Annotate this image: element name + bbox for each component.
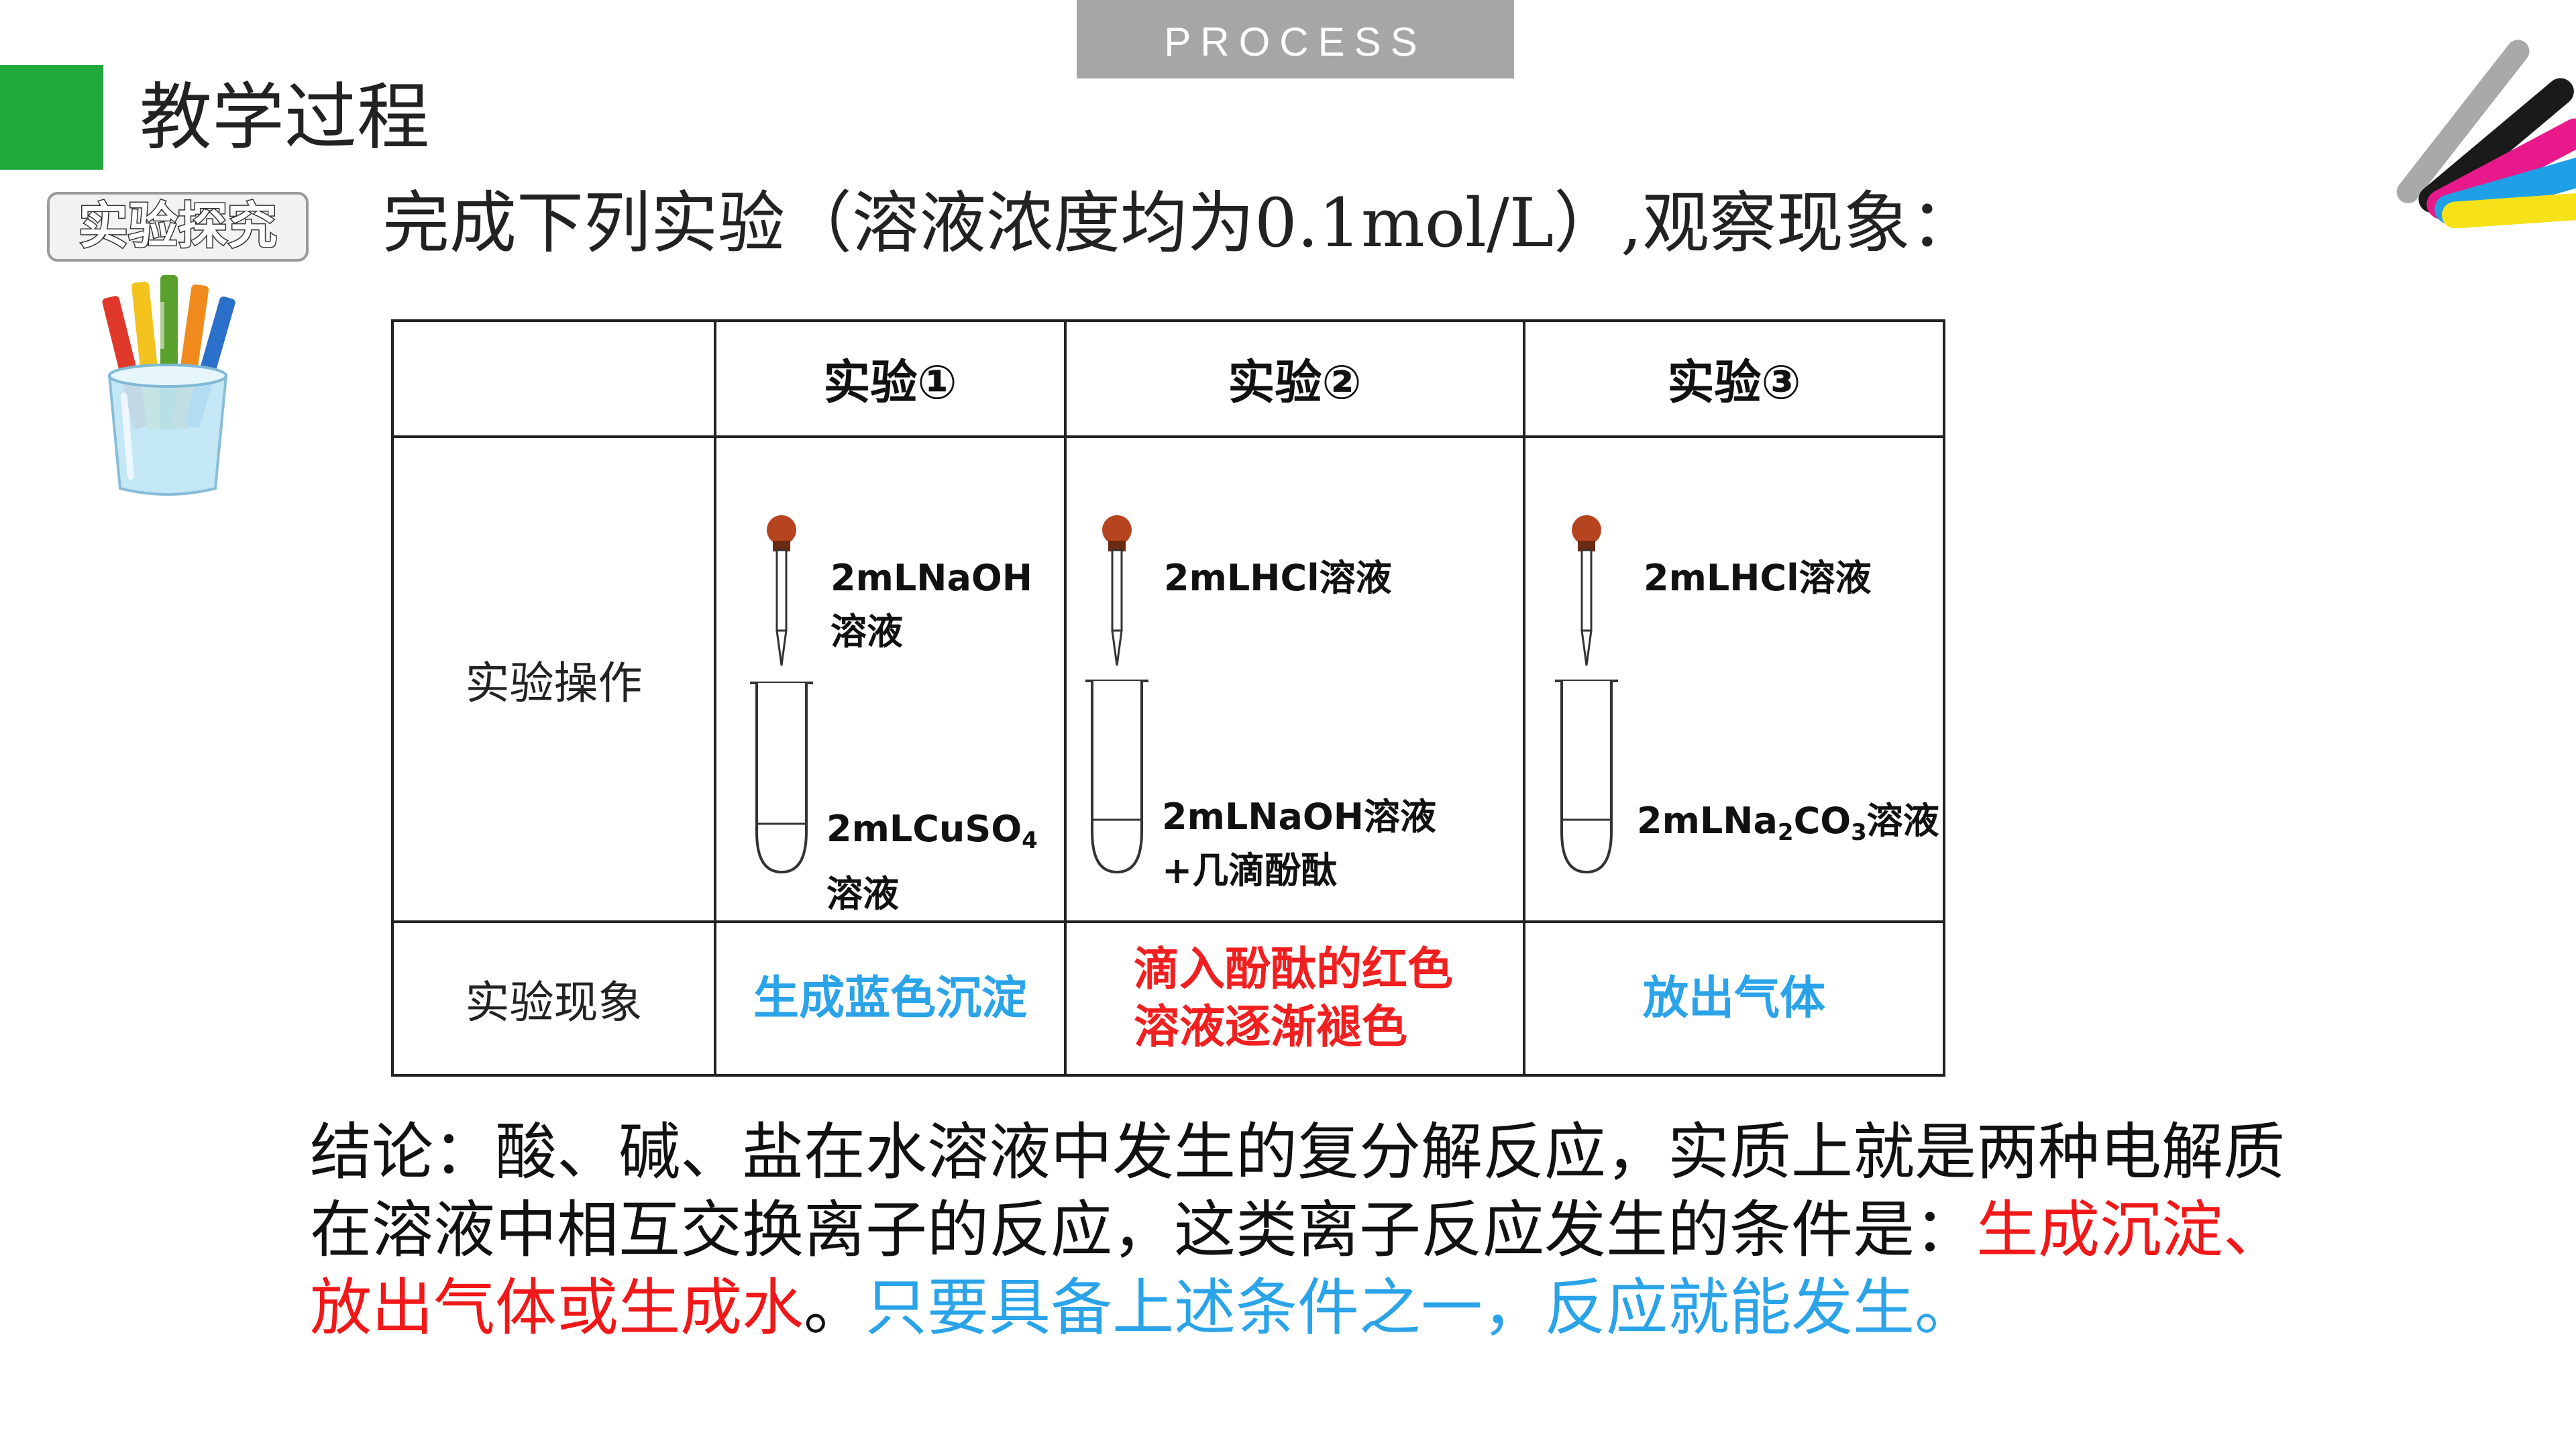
- conclusion-text: 结论：酸、碱、盐在水溶液中发生的复分解反应，实质上就是两种电解质在溶液中相互交换…: [310, 1114, 2296, 1347]
- badge-label: 实验探究: [78, 197, 277, 255]
- table-rule: [391, 435, 1945, 438]
- pencil-cup-icon: [102, 275, 235, 496]
- observation-line: 溶液逐渐褪色: [1134, 1000, 1408, 1054]
- experiment-3-dropper-reagent: 2mLHCl溶液: [1644, 551, 1872, 605]
- test-tube-icon: [1085, 680, 1148, 874]
- table-divider: [1064, 319, 1067, 1077]
- experiment-table: [391, 319, 1945, 1077]
- reagent-line: 溶液: [830, 610, 903, 653]
- observation-experiment-2: 滴入酚酞的红色 溶液逐渐褪色: [1067, 923, 1523, 1074]
- table-divider: [1523, 319, 1525, 1077]
- reagent-subscript: 4: [1022, 827, 1038, 854]
- table-border-bottom: [391, 1074, 1945, 1077]
- observation-experiment-1: 生成蓝色沉淀: [716, 923, 1064, 1074]
- section-marker: [0, 65, 103, 170]
- experiment-2-apparatus: [1085, 515, 1148, 874]
- experiment-1-tube-reagent: 2mLCuSO4 溶液: [826, 802, 1038, 921]
- reagent-line: 2mLNa2CO3溶液: [1637, 794, 1939, 859]
- experiment-3-apparatus: [1555, 515, 1618, 874]
- experiment-badge: 实验探究: [47, 192, 309, 262]
- test-tube-icon: [750, 682, 813, 874]
- experiment-2-dropper-reagent: 2mLHCl溶液: [1164, 551, 1392, 605]
- table-border-left: [391, 319, 394, 1077]
- table-divider: [714, 319, 716, 1077]
- reagent-line: 2mLHCl溶液: [1644, 557, 1872, 599]
- reagent-line: +几滴酚酞: [1162, 849, 1338, 892]
- header-experiment-1: 实验①: [823, 355, 957, 410]
- conclusion-summary: 只要具备上述条件之一，反应就能发生。: [865, 1272, 1977, 1344]
- experiment-1-dropper-reagent: 2mLNaOH 溶液: [830, 551, 1032, 659]
- table-border-top: [391, 319, 1945, 322]
- row-label-observation: 实验现象: [465, 976, 643, 1028]
- reagent-line: 2mLNaOH: [830, 557, 1032, 599]
- reagent-line: 2mLNaOH溶液: [1162, 796, 1436, 838]
- section-title: 教学过程: [140, 76, 430, 160]
- reagent-text: 溶液: [1866, 800, 1939, 842]
- header-experiment-2: 实验②: [1228, 355, 1362, 410]
- table-border-right: [1943, 319, 1945, 1077]
- conclusion-part: 结论：酸、碱、盐在水溶液中发生的复分解反应，实质上就是两种电解质在溶液中相互交换…: [310, 1116, 2286, 1266]
- experiment-2-tube-reagent: 2mLNaOH溶液 +几滴酚酞: [1162, 790, 1436, 898]
- reagent-text: 2mLNa: [1637, 800, 1778, 842]
- test-tube-icon: [1555, 680, 1618, 874]
- observation-line: 滴入酚酞的红色: [1134, 943, 1454, 996]
- dropper-icon: [767, 515, 796, 666]
- dropper-icon: [1102, 515, 1132, 666]
- table-rule: [391, 920, 1945, 923]
- process-tab: PROCESS: [1077, 0, 1514, 78]
- conclusion-part: 。: [804, 1272, 866, 1344]
- reagent-subscript: 2: [1777, 819, 1794, 846]
- color-swatch-logo-icon: [2396, 40, 2576, 228]
- conclusion-conditions: 生成沉淀、放出气体或生成水: [310, 1194, 2286, 1344]
- dropper-icon: [1572, 515, 1601, 666]
- observation-line: 放出气体: [1642, 971, 1825, 1025]
- reagent-text: 2mLCuSO: [826, 808, 1022, 850]
- reagent-text: CO: [1793, 800, 1851, 842]
- header-empty: [394, 322, 714, 435]
- experiment-3-tube-reagent: 2mLNa2CO3溶液: [1637, 794, 1939, 859]
- reagent-subscript: 3: [1851, 819, 1867, 846]
- row-label-operation: 实验操作: [465, 657, 643, 709]
- header-experiment-3: 实验③: [1667, 355, 1801, 410]
- observation-experiment-3: 放出气体: [1525, 923, 1943, 1074]
- observation-line: 生成蓝色沉淀: [753, 971, 1027, 1025]
- instruction-text: 完成下列实验（溶液浓度均为0.1mol/L）,观察现象：: [382, 184, 1978, 262]
- experiment-1-apparatus: [750, 515, 813, 874]
- reagent-line: 2mLCuSO4: [826, 802, 1038, 867]
- reagent-line: 溶液: [826, 873, 899, 915]
- reagent-line: 2mLHCl溶液: [1164, 557, 1392, 599]
